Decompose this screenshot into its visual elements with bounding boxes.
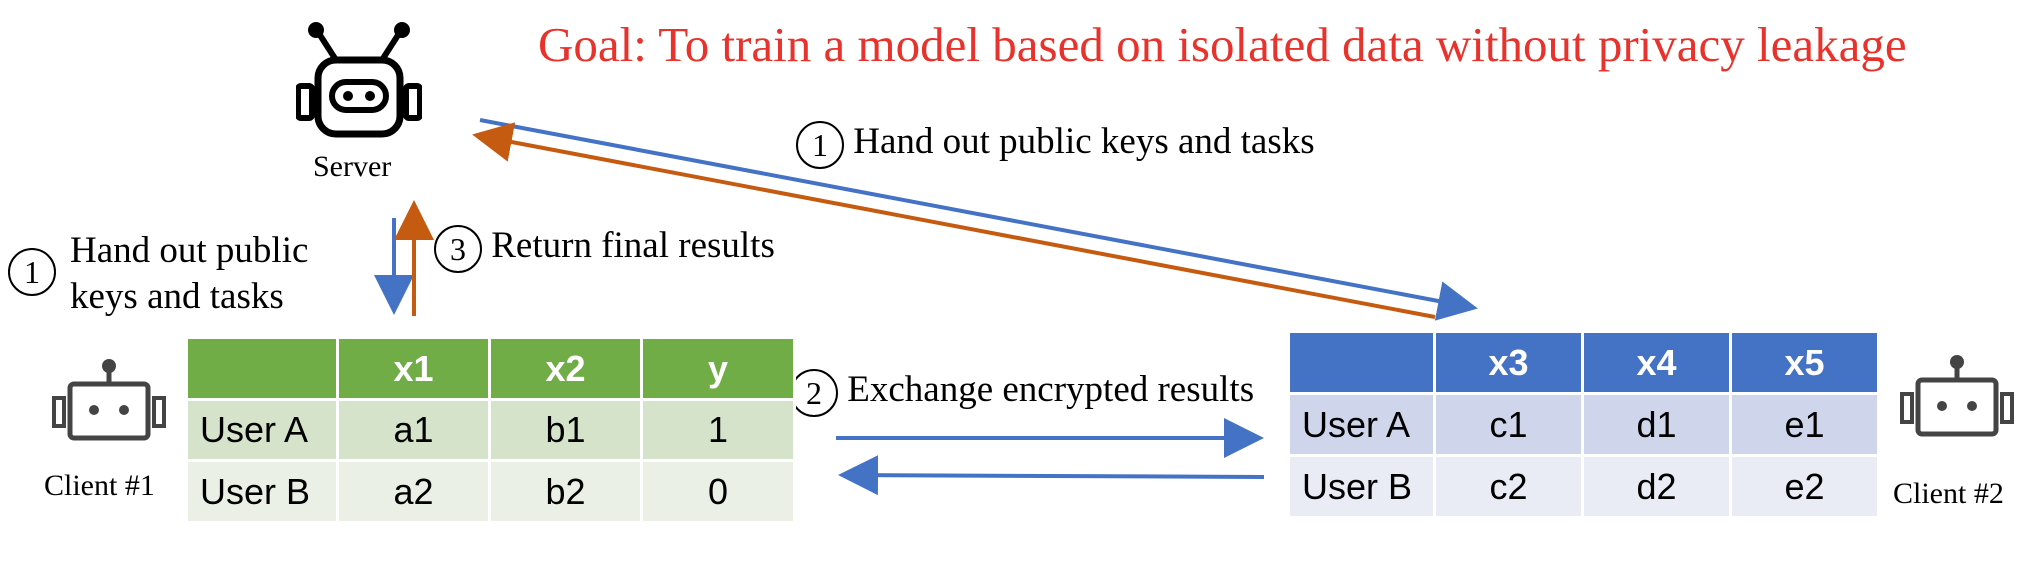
table-cell: c1 — [1433, 392, 1584, 457]
client1-header-cell: x1 — [336, 336, 491, 401]
table-cell: e1 — [1729, 392, 1880, 457]
server-label: Server — [313, 150, 392, 183]
step1-left-line1: Hand out public — [70, 230, 309, 271]
table-cell: 0 — [640, 459, 796, 524]
table-cell: e2 — [1729, 454, 1880, 519]
step2-label: 2 Exchange encrypted results — [790, 368, 1254, 417]
step2-number: 2 — [790, 368, 838, 417]
table-cell: 1 — [640, 398, 796, 462]
table-row: User B c2 d2 e2 — [1287, 454, 1880, 519]
client2-table-header: x3 x4 x5 — [1287, 330, 1880, 395]
step1-left-line2: keys and tasks — [70, 276, 284, 317]
arrow-client2-to-server — [472, 122, 1436, 319]
arrow-server-to-client2 — [479, 118, 1478, 321]
step1-left-label: Hand out public keys and tasks — [70, 228, 308, 320]
arrow-client2-to-client1 — [838, 455, 1265, 496]
table-cell: User A — [1287, 392, 1436, 457]
step1-left-number: 1 — [8, 248, 56, 296]
step3-label: 3 Return final results — [434, 224, 775, 273]
table-row: User A a1 b1 1 — [185, 398, 796, 462]
client1-header-cell: y — [640, 336, 796, 401]
table-cell: User B — [1287, 454, 1436, 519]
step1-top-number: 1 — [796, 120, 844, 169]
table-row: User A c1 d1 e1 — [1287, 392, 1880, 457]
client1-robot-icon — [52, 359, 166, 441]
table-cell: a2 — [336, 459, 491, 524]
client2-label: Client #2 — [1893, 477, 2004, 510]
step2-text: Exchange encrypted results — [847, 369, 1255, 410]
table-cell: User B — [185, 459, 339, 524]
table-cell: a1 — [336, 398, 491, 462]
client2-data-table: x3 x4 x5 User A c1 d1 e1 User B c2 d2 e2 — [1287, 330, 1880, 519]
table-row: User B a2 b2 0 — [185, 459, 796, 524]
goal-text: Goal: To train a model based on isolated… — [538, 17, 1907, 72]
table-cell: d1 — [1581, 392, 1732, 457]
client1-data-table: x1 x2 y User A a1 b1 1 User B a2 b2 0 — [185, 336, 796, 524]
client1-table-header: x1 x2 y — [185, 336, 796, 401]
client1-header-cell — [185, 336, 339, 401]
step1-top-text: Hand out public keys and tasks — [853, 121, 1315, 162]
table-cell: b2 — [488, 459, 643, 524]
step3-text: Return final results — [491, 225, 775, 266]
client2-header-cell: x5 — [1729, 330, 1880, 395]
client1-header-cell: x2 — [488, 336, 643, 401]
step1-top-label: 1 Hand out public keys and tasks — [796, 120, 1315, 169]
step3-number: 3 — [434, 224, 482, 273]
table-cell: c2 — [1433, 454, 1584, 519]
client2-header-cell: x3 — [1433, 330, 1584, 395]
client2-robot-icon — [1900, 355, 2014, 437]
client2-header-cell: x4 — [1581, 330, 1732, 395]
table-cell: User A — [185, 398, 339, 462]
table-cell: d2 — [1581, 454, 1732, 519]
client1-label: Client #1 — [44, 469, 155, 502]
server-robot-icon — [296, 22, 422, 138]
table-cell: b1 — [488, 398, 643, 462]
client2-header-cell — [1287, 330, 1436, 395]
